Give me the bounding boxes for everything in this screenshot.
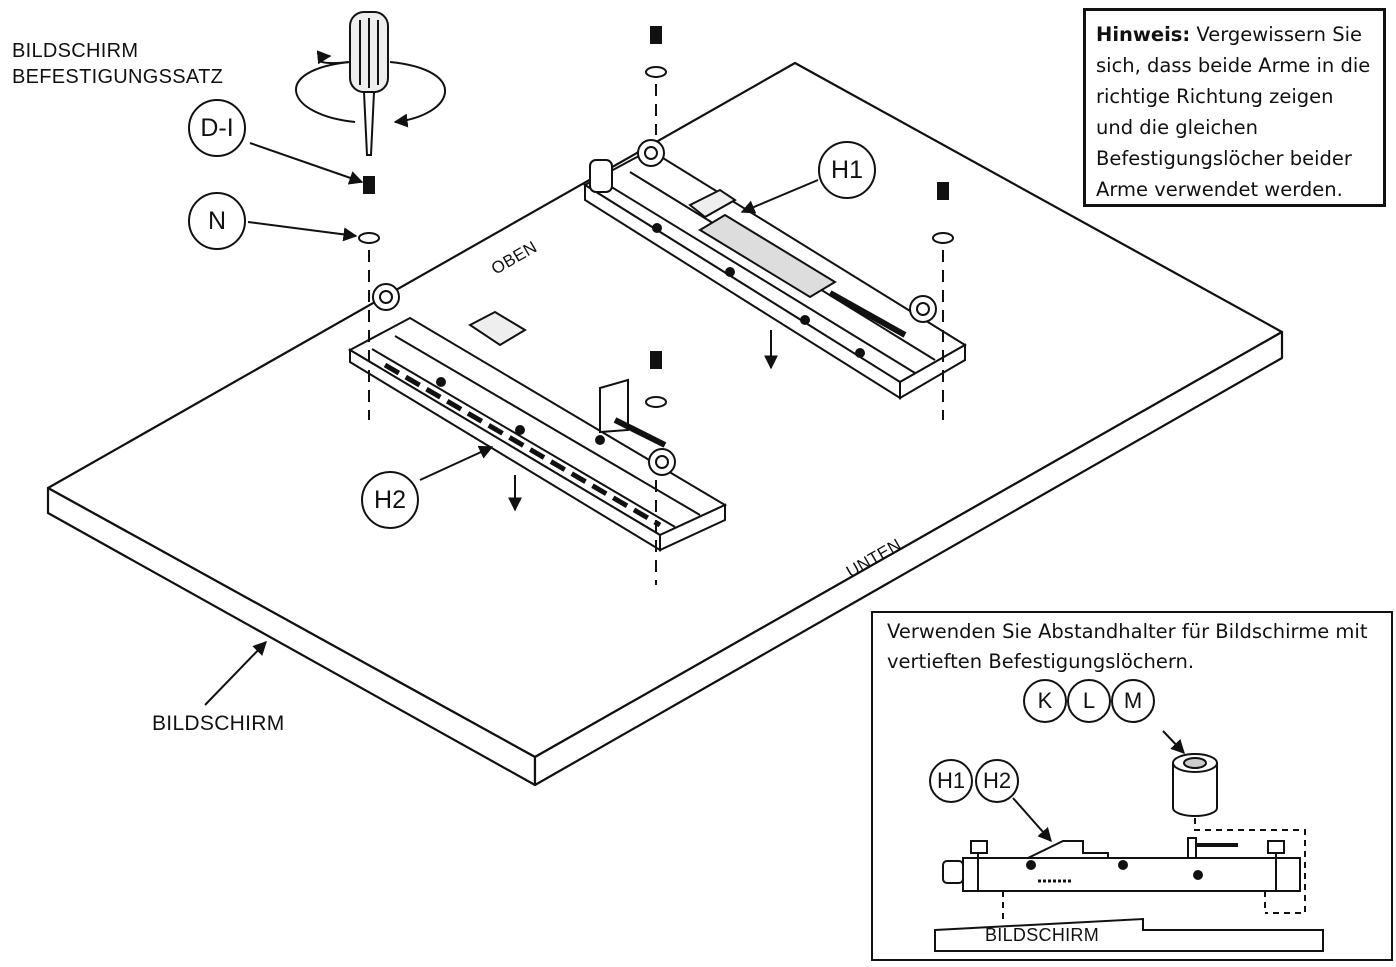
callout-h2: H2 (361, 471, 419, 529)
screwdriver (295, 11, 446, 156)
note-heading: Hinweis: (1096, 23, 1191, 46)
screen-panel (46, 61, 1284, 787)
callout-di: D-I (188, 99, 246, 157)
kit-label-line2: BEFESTIGUNGSSATZ (12, 66, 224, 88)
inset-drawing (934, 730, 1324, 952)
callout-m: M (1111, 679, 1155, 723)
inset-instruction: Verwenden Sie Abstandhalter für Bildschi… (887, 620, 1368, 673)
kit-label-line1: BILDSCHIRM (12, 40, 139, 62)
callout-k: K (1023, 679, 1067, 723)
inset-callout-h1: H1 (929, 759, 973, 803)
direction-arrows (508, 330, 778, 512)
callout-l: L (1067, 679, 1111, 723)
note-body: Vergewissern Sie sich, dass beide Arme i… (1096, 23, 1371, 201)
bracket-h2 (347, 283, 728, 552)
bracket-h1 (583, 139, 967, 400)
screen-label: BILDSCHIRM (152, 712, 285, 735)
leader-lines (204, 142, 819, 706)
note-box: Hinweis: Vergewissern Sie sich, dass bei… (1083, 8, 1386, 207)
inset-callout-h2: H2 (975, 759, 1019, 803)
inset-screen-label: BILDSCHIRM (985, 925, 1100, 945)
screws-and-washers (358, 26, 954, 585)
callout-h1: H1 (818, 141, 876, 199)
callout-n: N (188, 192, 246, 250)
spacer-inset: Verwenden Sie Abstandhalter für Bildschi… (871, 611, 1393, 961)
